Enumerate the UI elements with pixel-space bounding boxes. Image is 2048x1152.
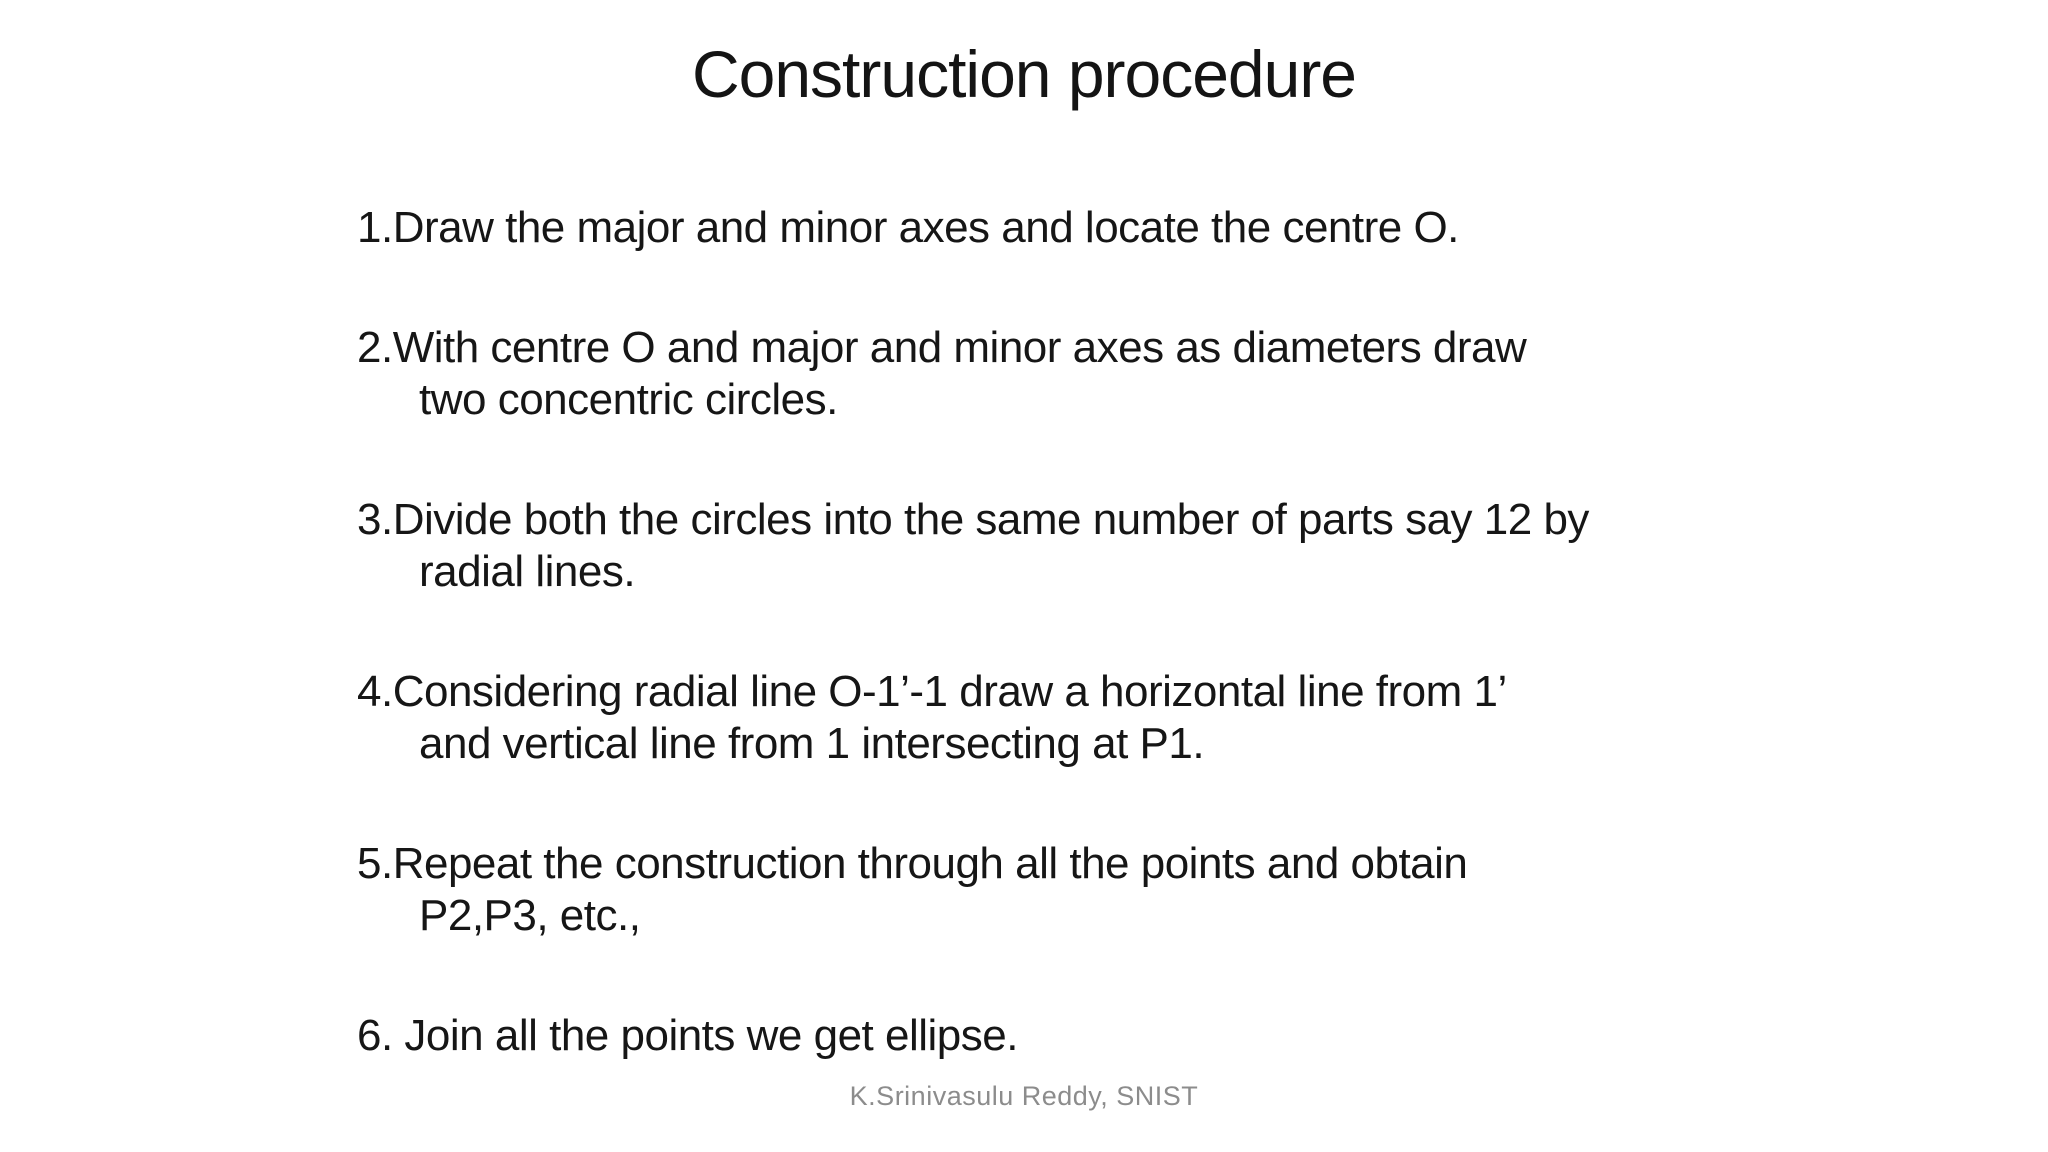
footer-credit: K.Srinivasulu Reddy, SNIST: [849, 1081, 1199, 1111]
list-item: 1.Draw the major and minor axes and loca…: [357, 202, 2048, 254]
step-5-line-1: 5.Repeat the construction through all th…: [357, 839, 1468, 888]
list-item: 2.With centre O and major and minor axes…: [357, 322, 2048, 426]
list-item: 5.Repeat the construction through all th…: [357, 838, 2048, 942]
step-2-line-1: 2.With centre O and major and minor axes…: [357, 323, 1527, 372]
step-3-line-2: radial lines.: [419, 547, 636, 596]
step-1-line-1: 1.Draw the major and minor axes and loca…: [357, 203, 1459, 252]
procedure-list: 1.Draw the major and minor axes and loca…: [357, 202, 2048, 1062]
step-4-line-1: 4.Considering radial line O-1’-1 draw a …: [357, 667, 1507, 716]
step-3-line-1: 3.Divide both the circles into the same …: [357, 495, 1589, 544]
list-item: 4.Considering radial line O-1’-1 draw a …: [357, 666, 2048, 770]
list-item: 6. Join all the points we get ellipse.: [357, 1010, 2048, 1062]
list-item: 3.Divide both the circles into the same …: [357, 494, 2048, 598]
step-5-line-2: P2,P3, etc.,: [419, 891, 641, 940]
step-2-line-2: two concentric circles.: [419, 375, 838, 424]
step-6-line-1: 6. Join all the points we get ellipse.: [357, 1011, 1018, 1060]
step-4-line-2: and vertical line from 1 intersecting at…: [419, 719, 1205, 768]
page-title: Construction procedure: [691, 37, 1357, 111]
